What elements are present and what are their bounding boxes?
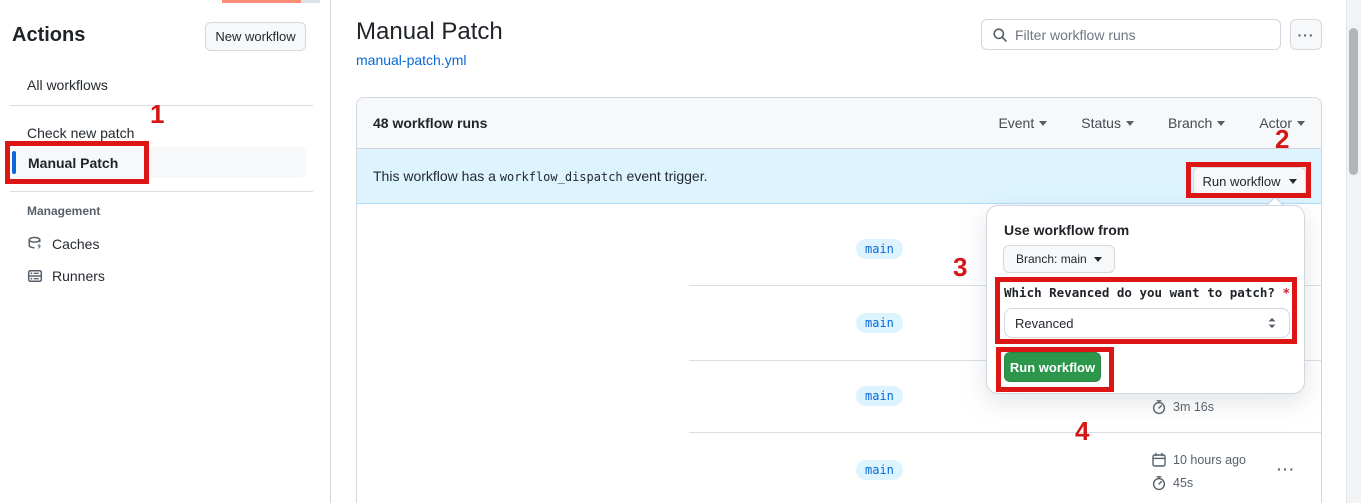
- filter-event-dropdown[interactable]: Event: [998, 115, 1048, 131]
- branch-badge[interactable]: main: [856, 239, 903, 259]
- run-duration: 3m 16s: [1151, 399, 1214, 415]
- filter-status-dropdown[interactable]: Status: [1081, 115, 1134, 131]
- management-section-label: Management: [27, 204, 101, 218]
- run-workflow-dialog: Use workflow from Branch: main Which Rev…: [986, 205, 1305, 394]
- page-title: Manual Patch: [356, 18, 503, 45]
- calendar-icon: [1152, 452, 1166, 467]
- sidebar-item-all-workflows[interactable]: All workflows: [27, 77, 108, 93]
- dialog-caret: [1268, 198, 1282, 205]
- row-separator: [689, 432, 1321, 433]
- run-meta: 10 hours ago 45s: [1151, 452, 1246, 491]
- run-meta: 3m 16s: [1151, 399, 1214, 415]
- revanced-select[interactable]: Revanced: [1004, 308, 1290, 338]
- sidebar-item-label: Caches: [52, 236, 100, 252]
- chevron-down-icon: [1093, 256, 1102, 262]
- sidebar-item-label: Runners: [52, 268, 105, 284]
- workflow-runs-panel: 48 workflow runs Event Status Branch Act…: [356, 97, 1322, 503]
- run-workflow-submit-button[interactable]: Run workflow: [1004, 352, 1101, 382]
- run-started-time: 10 hours ago: [1151, 452, 1246, 468]
- workflow-more-options-button[interactable]: ···: [1290, 19, 1322, 50]
- workflow-input-label: Which Revanced do you want to patch? *: [1004, 285, 1290, 300]
- chevron-down-icon: [1217, 120, 1226, 126]
- sidebar-item-caches[interactable]: Caches: [27, 236, 99, 252]
- chevron-down-icon: [1288, 178, 1297, 184]
- updown-arrows-icon: [1268, 317, 1276, 329]
- filter-actor-dropdown[interactable]: Actor: [1259, 115, 1305, 131]
- branch-badge[interactable]: main: [856, 386, 903, 406]
- runs-list-header: 48 workflow runs Event Status Branch Act…: [357, 98, 1321, 149]
- top-edge-remnant: [301, 0, 320, 3]
- scrollbar-thumb[interactable]: [1349, 28, 1358, 175]
- server-icon: [27, 269, 43, 283]
- required-asterisk: *: [1282, 285, 1290, 300]
- runs-filters: Event Status Branch Actor: [998, 115, 1305, 131]
- actions-heading: Actions: [12, 24, 86, 46]
- sidebar-item-manual-patch[interactable]: Manual Patch: [12, 147, 306, 178]
- chevron-down-icon: [1039, 120, 1048, 126]
- stopwatch-icon: [1152, 476, 1166, 491]
- sidebar-item-label: Manual Patch: [28, 154, 119, 171]
- branch-selector-button[interactable]: Branch: main: [1003, 245, 1115, 273]
- sidebar-divider: [330, 0, 331, 503]
- workflow-dispatch-banner: This workflow has a workflow_dispatch ev…: [357, 149, 1321, 204]
- run-options-kebab-button[interactable]: ···: [1277, 461, 1296, 477]
- dialog-heading: Use workflow from: [1004, 222, 1130, 238]
- chevron-down-icon: [1125, 120, 1134, 126]
- workflow-file-link[interactable]: manual-patch.yml: [356, 52, 467, 68]
- selected-marker: [12, 151, 16, 174]
- filter-runs-searchbox[interactable]: [981, 19, 1281, 50]
- stopwatch-icon: [1152, 400, 1166, 415]
- new-workflow-button[interactable]: New workflow: [205, 22, 306, 51]
- sidebar-item-runners[interactable]: Runners: [27, 268, 105, 284]
- sidebar-divider-line: [10, 105, 313, 106]
- filter-branch-dropdown[interactable]: Branch: [1168, 115, 1226, 131]
- workflow-dispatch-code: workflow_dispatch: [499, 170, 623, 184]
- search-icon: [993, 27, 1007, 42]
- chevron-down-icon: [1297, 120, 1305, 126]
- branch-badge[interactable]: main: [856, 460, 903, 480]
- run-duration: 45s: [1151, 475, 1246, 491]
- runs-count-label: 48 workflow runs: [373, 115, 488, 131]
- run-workflow-dropdown-button[interactable]: Run workflow: [1193, 167, 1306, 195]
- banner-text: This workflow has a workflow_dispatch ev…: [373, 168, 708, 184]
- branch-badge[interactable]: main: [856, 313, 903, 333]
- top-annotation-remnant: [222, 0, 301, 3]
- select-value: Revanced: [1015, 315, 1074, 331]
- search-input[interactable]: [1015, 26, 1270, 43]
- cache-icon: [28, 236, 42, 250]
- sidebar-divider-line: [10, 191, 313, 192]
- sidebar-item-check-new-patch[interactable]: Check new patch: [27, 125, 135, 141]
